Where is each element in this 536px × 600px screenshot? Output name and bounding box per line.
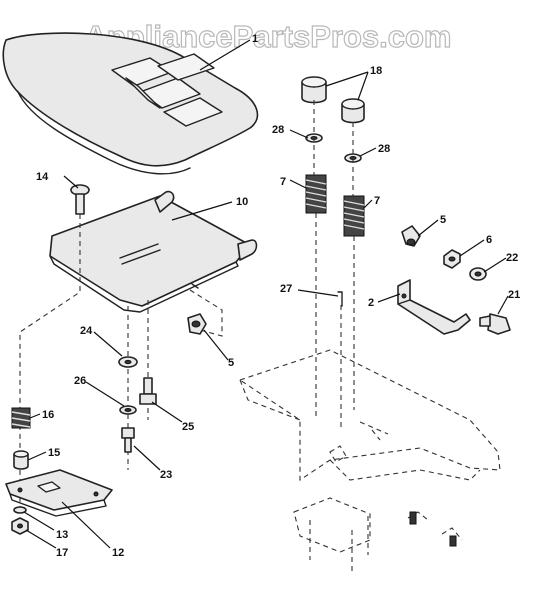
knob-5-upper [401, 225, 421, 247]
washer-22 [469, 267, 487, 281]
bolt-23 [121, 427, 135, 453]
callout-28-left: 28 [272, 124, 284, 136]
callout-6: 6 [486, 234, 492, 246]
tractor-frame [238, 349, 501, 575]
nut-17 [11, 517, 29, 535]
callout-26: 26 [74, 375, 86, 387]
callout-25: 25 [182, 421, 194, 433]
spring-16 [11, 407, 31, 429]
callout-17: 17 [56, 547, 68, 559]
slide-12 [5, 469, 113, 517]
seat-pan [49, 190, 258, 313]
callout-14: 14 [36, 171, 49, 183]
seat [2, 32, 259, 175]
spacer-18 [301, 76, 365, 124]
callout-2: 2 [368, 297, 374, 309]
carriage-bolt-14 [70, 184, 90, 215]
callout-22: 22 [506, 252, 518, 264]
callout-5-lower: 5 [228, 357, 234, 369]
spring-7 [305, 174, 365, 237]
callout-21: 21 [508, 289, 520, 301]
nut-6 [443, 249, 461, 269]
callout-13: 13 [56, 529, 68, 541]
callout-7-left: 7 [280, 176, 286, 188]
callout-5-upper: 5 [440, 214, 446, 226]
bracket-2 [397, 279, 471, 335]
frame-pins [409, 511, 457, 547]
callout-7-right: 7 [374, 195, 380, 207]
callout-labels: 1 18 28 28 7 7 14 10 5 6 22 27 2 21 24 5… [36, 33, 520, 559]
callout-24: 24 [80, 325, 93, 337]
callout-28-right: 28 [378, 143, 390, 155]
callout-12: 12 [112, 547, 124, 559]
callout-10: 10 [236, 196, 248, 208]
nut-13 [13, 506, 27, 514]
washer-24 [118, 356, 138, 368]
washer-26 [119, 405, 137, 415]
knob-5-lower [187, 313, 207, 335]
callout-15: 15 [48, 447, 60, 459]
callout-18: 18 [370, 65, 382, 77]
callout-23: 23 [160, 469, 172, 481]
spacer-15 [13, 450, 29, 470]
callout-1: 1 [252, 33, 258, 45]
bolt-25 [139, 377, 157, 405]
leader-lines [23, 39, 509, 549]
bolt-21 [479, 313, 511, 335]
callout-16: 16 [42, 409, 54, 421]
pin-27 [337, 291, 343, 307]
callout-27: 27 [280, 283, 292, 295]
